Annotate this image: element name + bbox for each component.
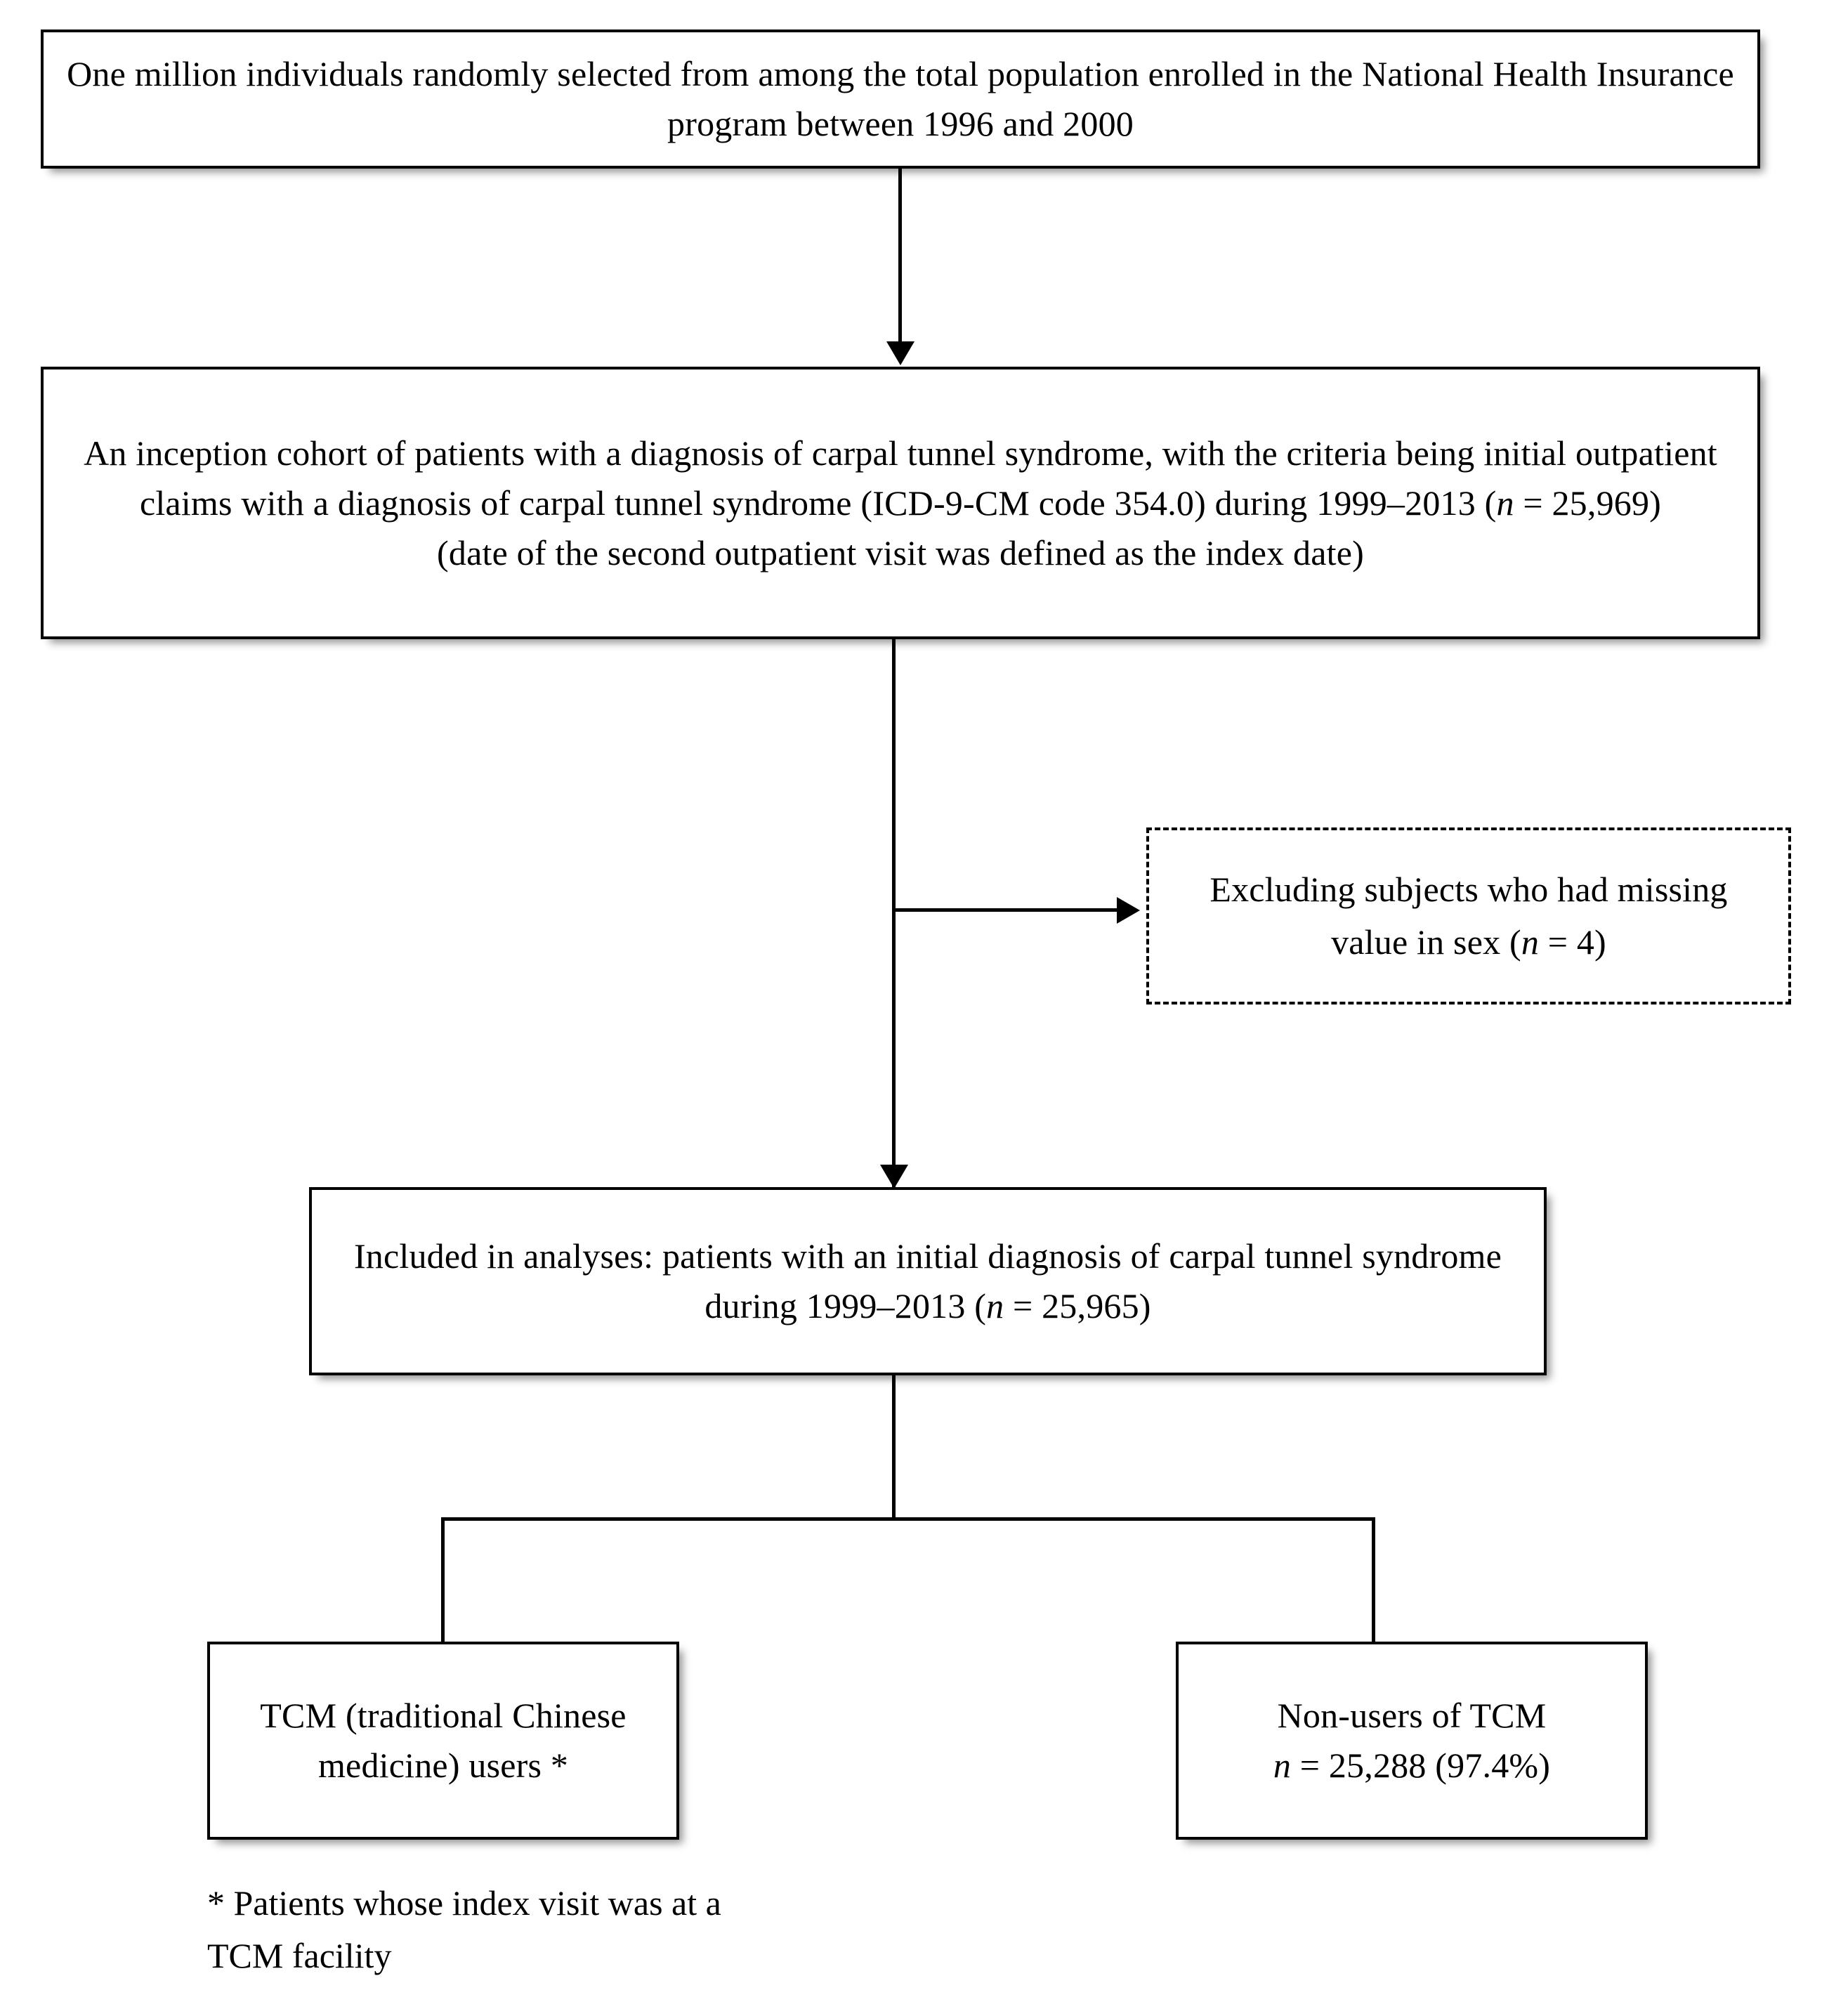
- node-tcm-users-text: TCM (traditional Chinese medicine) users…: [260, 1696, 627, 1785]
- connector-split-right-drop-line: [1372, 1517, 1375, 1644]
- connector-split-horizontal-line: [441, 1517, 1375, 1521]
- connector-split-left-drop-line: [441, 1517, 445, 1644]
- connector-inception-to-included-line: [892, 639, 896, 1189]
- node-inception-cohort: An inception cohort of patients with a d…: [41, 367, 1760, 639]
- node-tcm-users: TCM (traditional Chinese medicine) users…: [207, 1642, 679, 1840]
- node-included-in-analyses-text: Included in analyses: patients with an i…: [353, 1236, 1502, 1326]
- node-exclusion: Excluding subjects who had missing value…: [1146, 827, 1791, 1004]
- connector-exclusion-line: [895, 908, 1120, 912]
- node-included-in-analyses: Included in analyses: patients with an i…: [309, 1187, 1547, 1375]
- connector-included-trunk-line: [892, 1373, 896, 1521]
- connector-included-arrowhead-icon: [880, 1165, 908, 1189]
- connector-source-to-inception-arrowhead-icon: [886, 341, 914, 365]
- node-inception-cohort-text: An inception cohort of patients with a d…: [84, 433, 1717, 572]
- connector-source-to-inception-line: [898, 169, 902, 344]
- node-cohort-source-text: One million individuals randomly selecte…: [67, 54, 1734, 143]
- node-exclusion-text: Excluding subjects who had missing value…: [1210, 870, 1728, 962]
- connector-exclusion-arrowhead-icon: [1117, 897, 1140, 924]
- node-cohort-source: One million individuals randomly selecte…: [41, 30, 1760, 169]
